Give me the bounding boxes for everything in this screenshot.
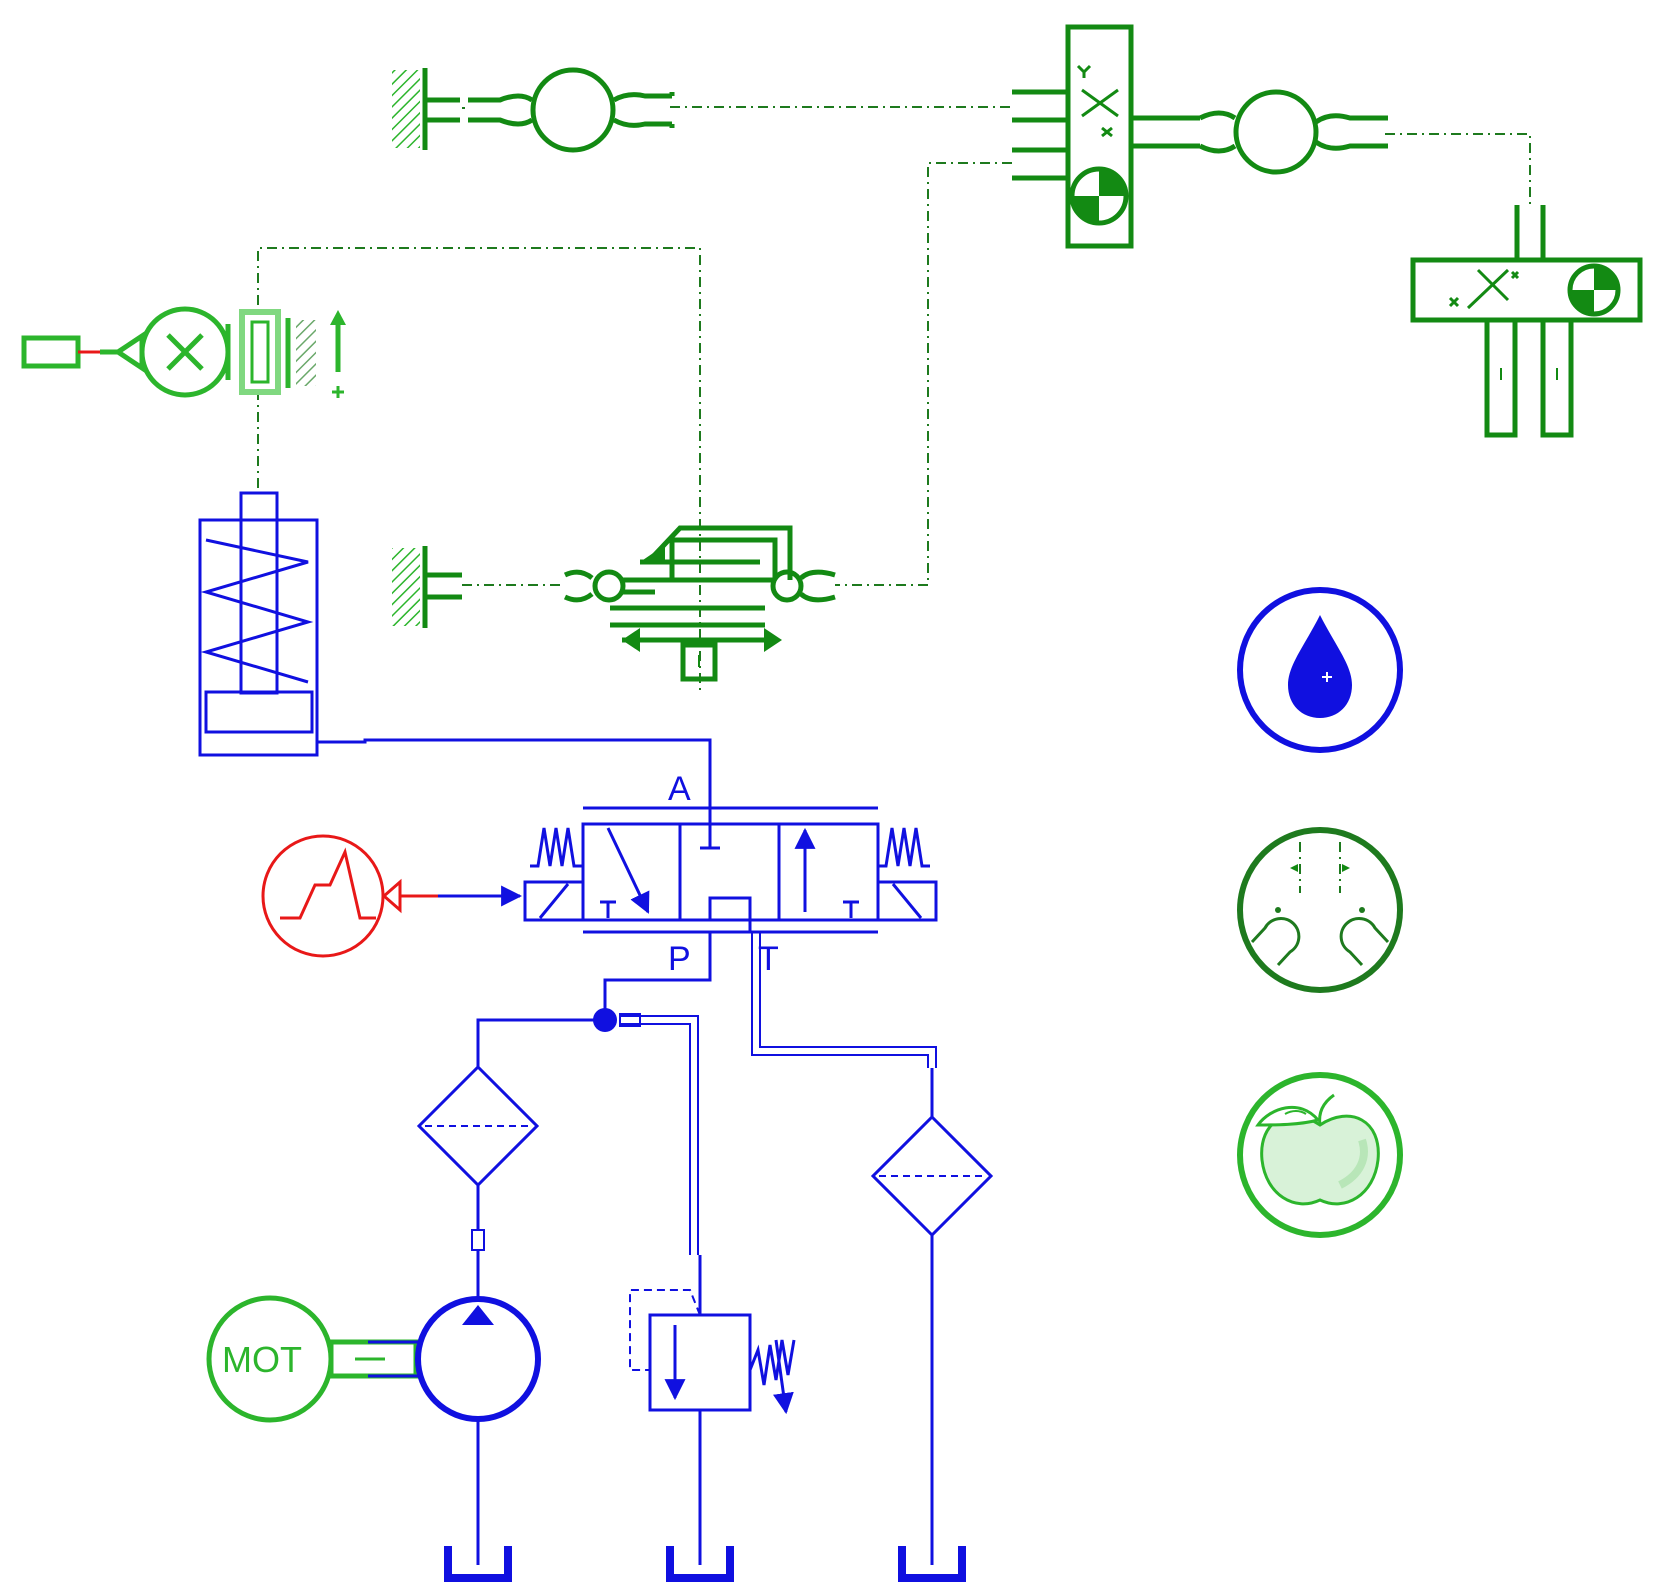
- port-a-label: A: [668, 770, 691, 808]
- tank-icon: [666, 1546, 734, 1582]
- motor-label: MOT: [222, 1339, 302, 1380]
- force-sensor[interactable]: [113, 306, 231, 398]
- body-block-right[interactable]: [1410, 205, 1643, 438]
- spring-icon: [878, 827, 930, 868]
- ground-fixed-left-top[interactable]: [392, 68, 460, 150]
- port-p-label: P: [668, 940, 691, 978]
- contact-fingers-icon[interactable]: [1237, 827, 1403, 993]
- axes-icon: [1448, 268, 1520, 310]
- friction-element[interactable]: [239, 309, 346, 398]
- hydraulic-fluid-drop-icon[interactable]: [1237, 587, 1403, 753]
- filter-right[interactable]: [870, 1114, 994, 1238]
- port-t-label: T: [758, 940, 779, 978]
- tank-icon: [898, 1546, 966, 1582]
- spring-icon: [748, 1339, 796, 1415]
- direction-arrow-icon: [330, 310, 346, 398]
- apple-icon[interactable]: [1237, 1072, 1403, 1238]
- axes-icon: [1076, 64, 1119, 138]
- electric-motor[interactable]: MOT: [206, 1295, 419, 1423]
- signal-source-box[interactable]: [21, 335, 118, 369]
- revolute-joint-top[interactable]: [468, 67, 675, 153]
- mass-center-icon: [1069, 166, 1129, 226]
- revolute-joint-right[interactable]: [1131, 89, 1388, 175]
- body-block-top[interactable]: [1012, 24, 1134, 249]
- pressure-relief-valve[interactable]: [629, 1289, 796, 1415]
- prismatic-joint[interactable]: [563, 525, 836, 682]
- directional-valve[interactable]: A P T: [523, 770, 938, 978]
- filter-left[interactable]: [416, 1064, 540, 1188]
- hydraulic-lines: [471, 932, 937, 1565]
- mass-center-icon: [1567, 263, 1621, 317]
- tank-icon: [444, 1546, 512, 1582]
- signal-generator[interactable]: [261, 834, 523, 958]
- hydraulic-pump[interactable]: [368, 1296, 541, 1422]
- mechanical-connection-lines: [257, 106, 1531, 690]
- ground-fixed-left-mid[interactable]: [392, 546, 462, 628]
- hydraulic-cylinder[interactable]: [198, 491, 712, 820]
- spring-icon: [530, 827, 583, 868]
